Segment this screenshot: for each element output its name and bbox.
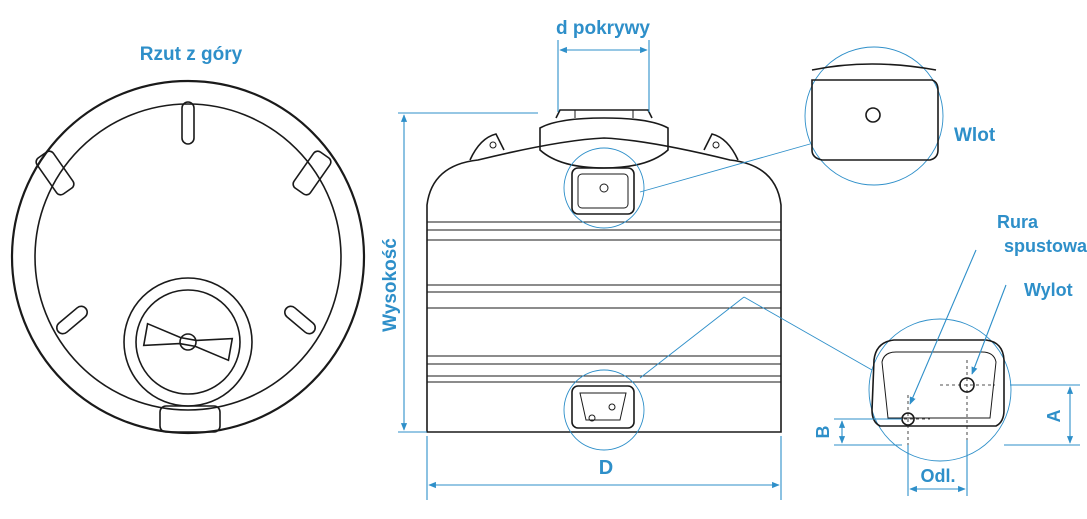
lid-diameter-label: d pokrywy (556, 18, 650, 39)
offset-label: Odl. (921, 466, 956, 486)
dim-b-label: B (813, 426, 833, 439)
top-view: Rzut z góry (10, 44, 366, 435)
diameter-dimension: D (426, 436, 782, 500)
side-view (426, 109, 782, 451)
outlet-detail: Rura spustowa Wylot A B Odl. (639, 212, 1087, 496)
height-dimension: Wysokość (380, 112, 538, 433)
lid-diameter-dimension: d pokrywy (556, 18, 650, 112)
inlet-detail: Wlot (639, 46, 996, 193)
dim-a-label: A (1044, 410, 1064, 423)
top-view-label: Rzut z góry (140, 44, 243, 65)
drain-pipe-label-line1: Rura (997, 212, 1039, 232)
inlet-label: Wlot (954, 125, 996, 146)
outlet-label: Wylot (1024, 280, 1073, 300)
height-label: Wysokość (380, 238, 401, 332)
drain-pipe-label-line2: spustowa (1004, 236, 1087, 256)
diameter-label: D (599, 457, 613, 479)
